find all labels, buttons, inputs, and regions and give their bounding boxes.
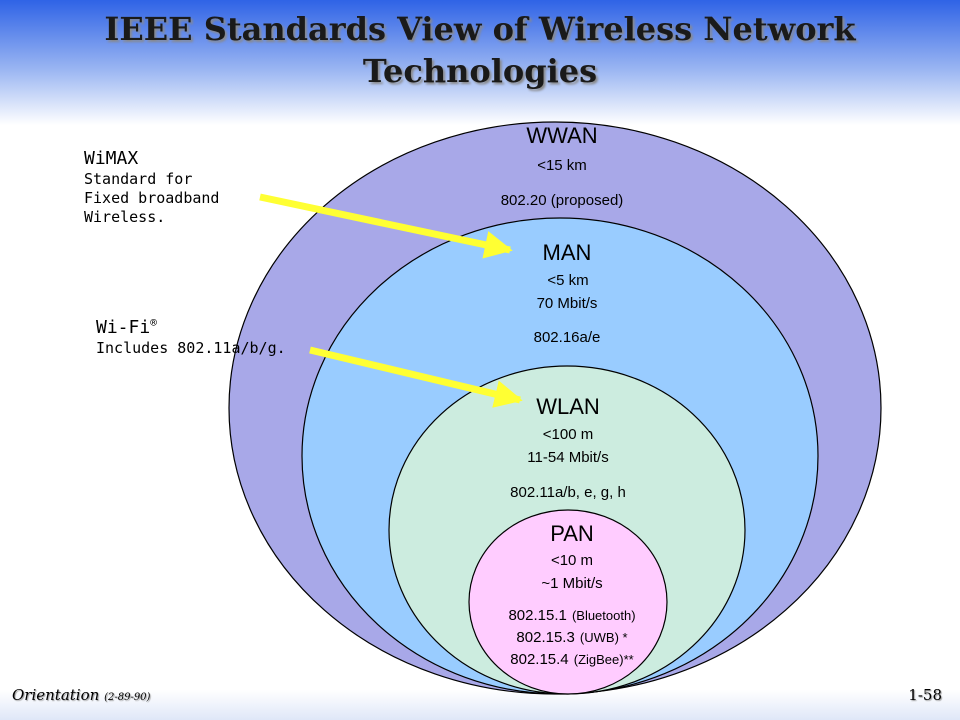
wimax-arrow (259, 193, 513, 259)
pan-standard-code: 802.15.4 (510, 651, 568, 668)
wlan-label: WLAN (536, 394, 600, 419)
registered-mark: ® (150, 316, 157, 329)
wlan-standard: 802.11a/b, e, g, h (510, 484, 626, 501)
wwan-standard: 802.20 (proposed) (501, 192, 624, 209)
pan-standard-code: 802.15.1 (508, 607, 566, 624)
wimax-line: Wireless. (84, 208, 166, 226)
wlan-range: <100 m (543, 426, 593, 443)
pan-standard-note: (ZigBee)** (574, 652, 634, 667)
wimax-heading: WiMAX (84, 148, 139, 169)
slide-title: IEEE Standards View of Wireless Network … (0, 8, 960, 92)
wifi-detail: Includes 802.11a/b/g. (96, 339, 286, 358)
pan-standard-code: 802.15.3 (516, 629, 574, 646)
wimax-line: Standard for (84, 170, 193, 188)
pan-label: PAN (550, 521, 594, 546)
man-range: <5 km (547, 272, 588, 289)
wwan-label: WWAN (526, 123, 597, 148)
pan-standard-note: (Bluetooth) (572, 608, 636, 623)
man-rate: 70 Mbit/s (537, 295, 598, 312)
footer-course-name: Orientation (12, 686, 100, 704)
wlan-rate: 11-54 Mbit/s (527, 449, 608, 466)
man-standard: 802.16a/e (534, 329, 601, 346)
slide-title-line-2: Technologies (362, 52, 598, 90)
wimax-callout: WiMAX Standard for Fixed broadband Wirel… (84, 148, 219, 227)
pan-ellipse (468, 509, 668, 695)
wifi-line: Includes 802.11a/b/g. (96, 339, 286, 357)
pan-standard-bluetooth: 802.15.1 (Bluetooth) (508, 605, 635, 624)
wifi-callout: Wi-Fi® (96, 312, 157, 339)
wimax-line: Fixed broadband (84, 189, 220, 207)
footer-course: Orientation (2-89-90) (12, 686, 150, 704)
man-label: MAN (543, 240, 592, 265)
pan-standard-zigbee: 802.15.4 (ZigBee)** (510, 649, 633, 668)
footer-page-number: 1-58 (908, 686, 942, 704)
wifi-heading-text: Wi-Fi (96, 317, 151, 338)
wwan-range: <15 km (537, 157, 587, 174)
wifi-arrow (309, 346, 523, 408)
slide-title-line-1: IEEE Standards View of Wireless Network (104, 10, 856, 48)
pan-range: <10 m (551, 552, 593, 569)
wifi-heading: Wi-Fi® (96, 312, 157, 339)
pan-rate: ~1 Mbit/s (541, 575, 602, 592)
pan-standard-note: (UWB) * (580, 630, 628, 645)
footer-course-code: (2-89-90) (104, 692, 151, 703)
pan-standard-uwb: 802.15.3 (UWB) * (516, 627, 627, 646)
